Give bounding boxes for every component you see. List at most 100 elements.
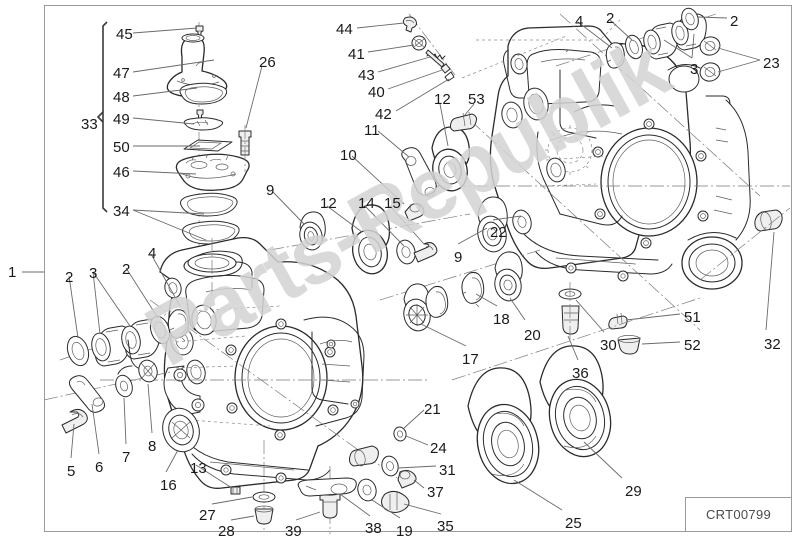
part-9-bearing-right xyxy=(477,196,508,253)
leader-lines xyxy=(68,16,775,521)
callout-24: 24 xyxy=(430,440,447,457)
part-49-rotor-plate xyxy=(183,117,224,131)
group-label-33: 33 xyxy=(81,116,98,133)
callout-10: 10 xyxy=(340,147,357,164)
callout-3: 3 xyxy=(690,61,699,78)
callout-2: 2 xyxy=(65,269,74,286)
callout-44: 44 xyxy=(336,21,353,38)
part-21-dowel xyxy=(393,426,407,442)
part-10-bracket xyxy=(401,147,437,197)
oil-pipe-bracket xyxy=(401,111,477,222)
part-51-bleed-screw xyxy=(608,312,628,330)
part-6-detent-lever xyxy=(68,375,106,413)
hidden-gear-detail xyxy=(542,122,598,178)
callout-34: 34 xyxy=(113,203,130,220)
part-11-screw xyxy=(404,203,425,222)
callout-26: 26 xyxy=(259,54,276,71)
part-4-circlip xyxy=(167,309,189,342)
part-2-shim-top-a xyxy=(625,34,643,60)
callout-2: 2 xyxy=(606,10,615,27)
callout-5: 5 xyxy=(67,463,76,480)
group-label-1: 1 xyxy=(8,264,17,281)
drawing-code-box: CRT00799 xyxy=(685,497,791,531)
shift-hardware xyxy=(402,13,456,82)
part-37-plug xyxy=(397,469,417,489)
part-18b-circlip xyxy=(425,286,449,318)
callout-9: 9 xyxy=(454,249,463,266)
part-43-spring xyxy=(425,49,446,68)
part-23-shim-a xyxy=(699,36,721,56)
oil-pump-stack xyxy=(166,22,252,250)
part-5-bolt xyxy=(61,408,88,434)
right-half-crankcase xyxy=(430,13,790,331)
callout-50: 50 xyxy=(113,139,130,156)
callout-35: 35 xyxy=(437,518,454,535)
part-35-fitting xyxy=(381,490,410,513)
callout-52: 52 xyxy=(684,337,701,354)
callout-11: 11 xyxy=(364,122,380,139)
part-34-oring-lower xyxy=(182,220,240,245)
callout-25: 25 xyxy=(565,515,582,532)
part-29-main-bearing xyxy=(539,345,612,458)
callout-36: 36 xyxy=(572,365,589,382)
part-39-plug xyxy=(319,466,341,534)
crank-bearings xyxy=(451,297,701,485)
callout-39: 39 xyxy=(285,523,302,540)
callout-37: 37 xyxy=(427,484,444,501)
lower-fittings xyxy=(349,426,417,513)
part-32-bush xyxy=(699,207,791,281)
left-half-crankcase xyxy=(100,236,430,489)
part-27-washer xyxy=(252,491,276,503)
bracket-33 xyxy=(96,21,108,213)
callout-4: 4 xyxy=(575,13,584,30)
callout-53: 53 xyxy=(468,91,485,108)
bearing-row-left xyxy=(59,309,189,367)
callout-43: 43 xyxy=(358,67,375,84)
part-15-screw xyxy=(413,242,438,263)
part-41-washer xyxy=(411,35,427,51)
callout-41: 41 xyxy=(348,46,365,63)
callout-9: 9 xyxy=(266,182,275,199)
part-42-ball xyxy=(444,71,455,82)
callout-8: 8 xyxy=(148,438,157,455)
callout-12: 12 xyxy=(320,195,337,212)
part-2-shim-b xyxy=(149,315,171,345)
callout-46: 46 xyxy=(113,164,130,181)
shift-detent-cluster xyxy=(43,339,171,434)
callout-45: 45 xyxy=(116,26,133,43)
part-7-washer xyxy=(115,374,133,398)
callout-2: 2 xyxy=(122,261,131,278)
part-36-jet xyxy=(561,282,580,342)
callout-12: 12 xyxy=(434,91,451,108)
part-50-square-gasket xyxy=(183,139,233,152)
part-14-washer xyxy=(396,239,416,265)
drawing-frame: CRT00799 xyxy=(44,5,792,532)
part-8-detent-spring xyxy=(117,339,158,383)
callout-14: 14 xyxy=(358,195,375,212)
part-26-stud xyxy=(238,125,252,172)
small-fasteners-right xyxy=(558,282,641,355)
callout-6: 6 xyxy=(95,459,104,476)
callout-21: 21 xyxy=(424,401,441,418)
part-4-circlip-top xyxy=(605,42,625,72)
callout-7: 7 xyxy=(122,449,131,466)
callout-15: 15 xyxy=(384,195,401,212)
drain-plug-stack xyxy=(230,440,276,530)
callout-32: 32 xyxy=(764,336,781,353)
callout-18: 18 xyxy=(493,311,510,328)
part-12-bearing-centre xyxy=(351,204,391,275)
part-52-plug xyxy=(617,335,641,355)
callout-2: 2 xyxy=(730,13,739,30)
callout-4: 4 xyxy=(148,245,157,262)
drawing-code: CRT00799 xyxy=(705,507,772,522)
callout-51: 51 xyxy=(684,309,701,326)
part-38-oil-jet xyxy=(297,477,357,497)
part-3-bearing-top-a xyxy=(643,22,679,60)
part-19-washer xyxy=(357,478,377,502)
callout-31: 31 xyxy=(439,462,456,479)
part-34-oring-upper xyxy=(180,192,238,217)
callout-48: 48 xyxy=(113,89,130,106)
callout-30: 30 xyxy=(600,337,617,354)
